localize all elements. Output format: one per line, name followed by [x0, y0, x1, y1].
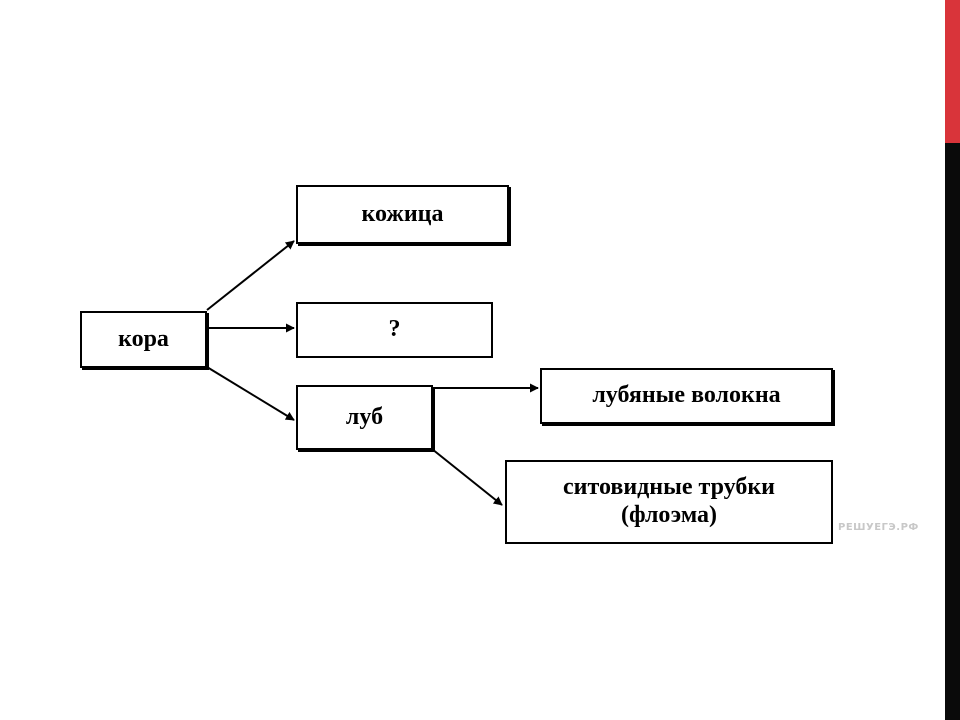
node-root-bark: кора — [80, 311, 207, 368]
accent-bar-dark — [945, 143, 960, 720]
arrow-root-to-skin — [206, 240, 295, 311]
watermark-label: РЕШУЕГЭ.РФ — [838, 522, 919, 533]
node-bast-label: луб — [345, 403, 384, 430]
accent-bar-red — [945, 0, 960, 143]
node-bast-fibers-label: лубяные волокна — [592, 382, 781, 409]
node-unknown: ? — [296, 302, 493, 358]
node-root-bark-label: кора — [118, 325, 169, 352]
arrow-bast-to-sieve-tubes — [431, 448, 503, 506]
node-skin-label: кожица — [361, 200, 444, 227]
node-skin: кожица — [296, 185, 509, 244]
node-sieve-tubes: ситовидные трубки (флоэма) — [505, 460, 833, 544]
node-bast: луб — [296, 385, 433, 450]
arrow-root-to-bast — [206, 366, 295, 421]
node-bast-fibers: лубяные волокна — [540, 368, 833, 424]
node-unknown-label: ? — [388, 316, 401, 343]
node-sieve-tubes-label-line2: (флоэма) — [620, 502, 718, 528]
node-sieve-tubes-label-line1: ситовидные трубки — [563, 474, 775, 501]
